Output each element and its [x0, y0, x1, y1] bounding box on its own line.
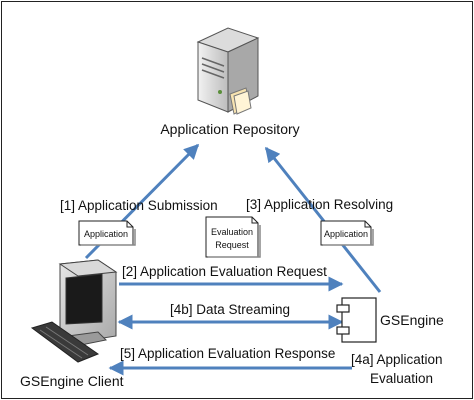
gsengine-component-icon: [336, 297, 377, 343]
step-2-label: [2] Application Evaluation Request: [122, 264, 327, 279]
step-4a-label-line1: [4a] Application: [351, 352, 443, 367]
step-5-label: [5] Application Evaluation Response: [120, 346, 335, 361]
document-application-left: Application: [78, 220, 136, 246]
document-application-right-text: Application: [324, 229, 368, 239]
server-icon: [196, 27, 260, 115]
arrows: [84, 143, 382, 376]
document-application-left-text: Application: [84, 229, 128, 239]
document-evaluation-line2: Request: [215, 240, 249, 250]
document-evaluation-line1: Evaluation: [211, 227, 253, 237]
step-3-label: [3] Application Resolving: [246, 197, 393, 212]
computer-icon: [30, 259, 118, 363]
step-4a-label-line2: Evaluation: [370, 371, 433, 386]
document-application-right: Application: [320, 220, 374, 246]
client-label: GSEngine Client: [20, 373, 124, 389]
step-1-label: [1] Application Submission: [60, 198, 218, 213]
step-4b-label: [4b] Data Streaming: [170, 302, 290, 317]
document-evaluation-request: Evaluation Request: [205, 216, 261, 258]
repository-label: Application Repository: [160, 121, 299, 137]
arrow-application-resolving: [264, 146, 382, 293]
gsengine-label: GSEngine: [380, 312, 444, 328]
